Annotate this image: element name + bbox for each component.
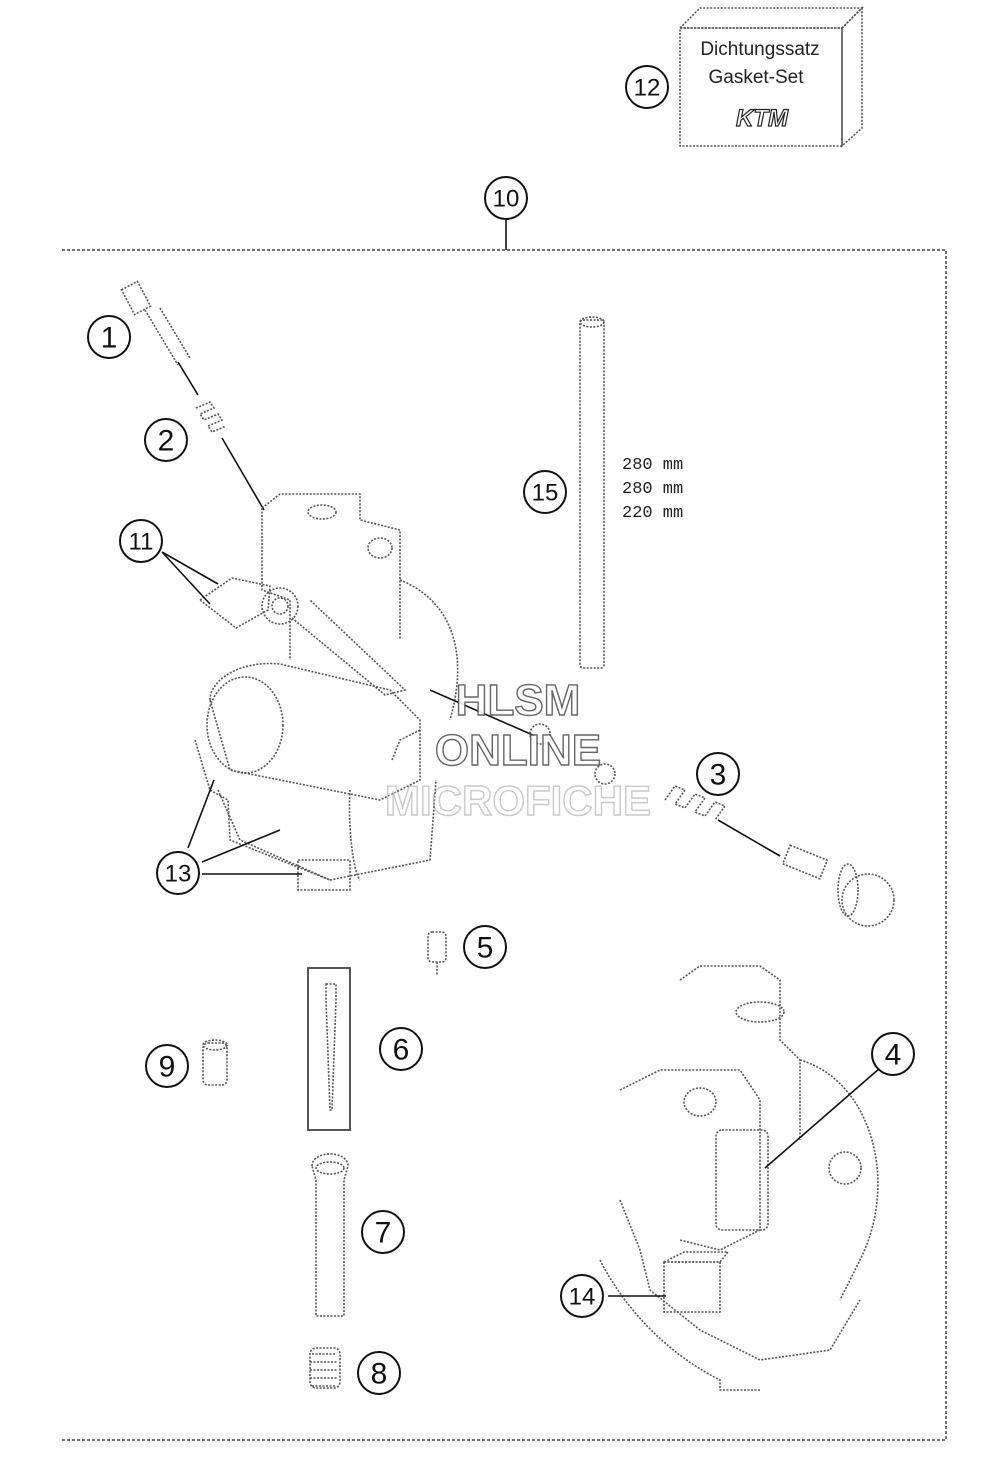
watermark-line-2: ONLINE <box>435 726 601 775</box>
idle-spring-part <box>195 401 265 511</box>
svg-text:13: 13 <box>165 861 192 888</box>
svg-text:7: 7 <box>375 1217 392 1250</box>
carburetor-body <box>194 493 459 891</box>
callout-15: 15 <box>523 470 567 514</box>
callout-11: 11 <box>119 519 163 563</box>
idle-screw-part <box>120 280 199 396</box>
svg-text:11: 11 <box>129 529 154 556</box>
callout-8: 8 <box>357 1351 401 1395</box>
gasket-box-label-en: Gasket-Set <box>708 67 804 88</box>
main-jet-part <box>309 1347 341 1389</box>
callout-2: 2 <box>144 418 188 462</box>
svg-text:3: 3 <box>710 759 727 792</box>
tube-length-3: 220 mm <box>622 504 683 523</box>
svg-text:14: 14 <box>569 1284 596 1311</box>
float-bowl-gasket-leaders <box>187 779 302 875</box>
callout-13: 13 <box>156 851 200 895</box>
callout-6: 6 <box>379 1027 423 1071</box>
carburetor-kit-frame <box>62 218 947 1441</box>
gasket-set-box: Dichtungssatz Gasket-Set KTM <box>678 6 864 148</box>
air-screw-part <box>429 689 895 927</box>
watermark-line-3: MICROFICHE <box>385 777 651 824</box>
svg-text:10: 10 <box>493 186 520 213</box>
svg-text:8: 8 <box>371 1358 388 1391</box>
choke-lever-part <box>161 551 407 696</box>
watermark-line-1: HLSM <box>456 676 581 725</box>
svg-text:9: 9 <box>159 1051 176 1084</box>
callout-12: 12 <box>625 65 669 109</box>
ktm-logo: KTM <box>736 105 789 132</box>
slide-assembly-part <box>599 965 881 1391</box>
svg-text:2: 2 <box>158 425 175 458</box>
svg-text:6: 6 <box>393 1034 410 1067</box>
callout-7: 7 <box>361 1210 405 1254</box>
overflow-tube-part: 280 mm 280 mm 220 mm <box>579 316 683 669</box>
watermark: HLSM ONLINE MICROFICHE <box>384 675 651 824</box>
tube-length-2: 280 mm <box>622 480 683 499</box>
float-needle-part <box>427 931 447 976</box>
pilot-jet-part <box>202 1039 228 1086</box>
callout-4: 4 <box>871 1032 915 1076</box>
callout-1: 1 <box>87 315 131 359</box>
svg-text:5: 5 <box>477 932 494 965</box>
svg-text:15: 15 <box>532 480 559 507</box>
callout-14: 14 <box>560 1274 604 1318</box>
tube-length-1: 280 mm <box>622 456 683 475</box>
gasket-box-label-de: Dichtungssatz <box>700 39 819 60</box>
block-part <box>608 1251 730 1313</box>
svg-text:1: 1 <box>101 322 118 355</box>
svg-text:4: 4 <box>885 1039 902 1072</box>
svg-text:12: 12 <box>634 75 661 102</box>
callout-10: 10 <box>484 176 528 220</box>
callout-5: 5 <box>463 925 507 969</box>
jet-needle-part <box>307 967 351 1131</box>
callout-3: 3 <box>696 752 740 796</box>
callout-9: 9 <box>145 1044 189 1088</box>
needle-jet-part <box>311 1153 349 1317</box>
